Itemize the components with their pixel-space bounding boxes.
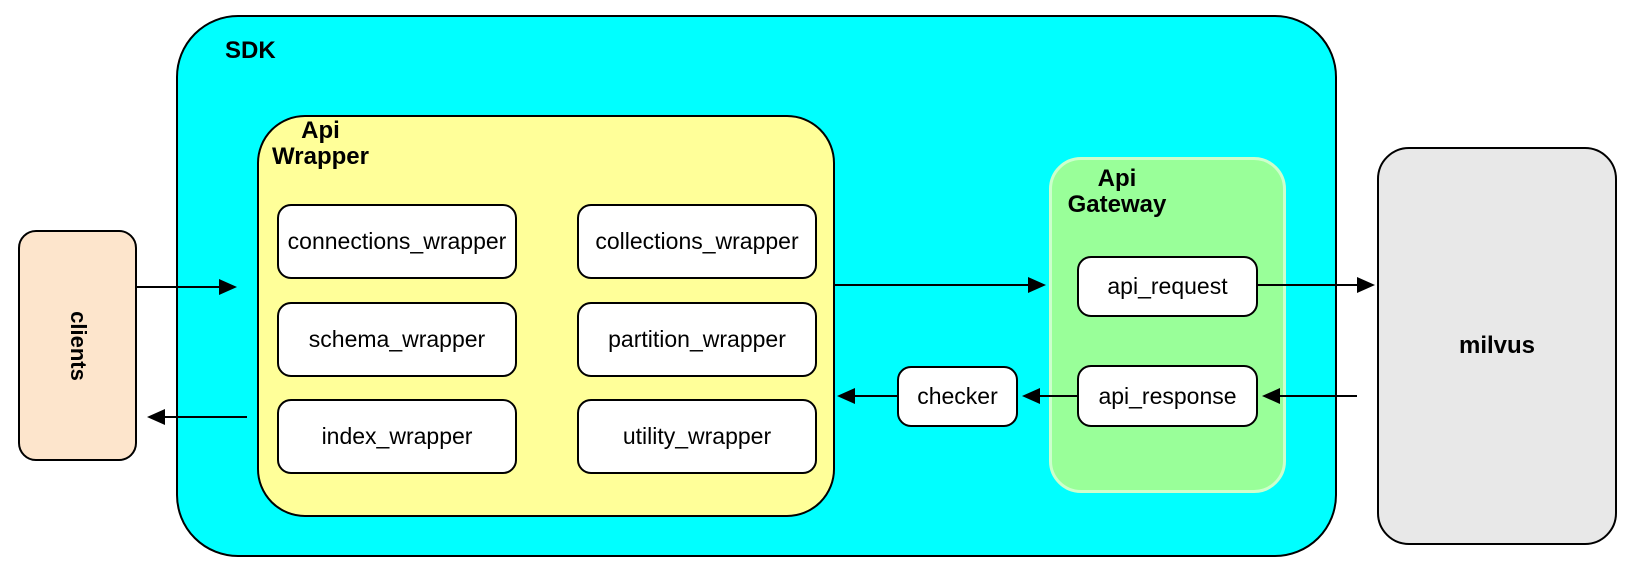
arrow-response-to-checker-line [1040, 395, 1077, 397]
arrow-sdk-to-clients-head [147, 409, 165, 425]
arrow-clients-to-sdk-line [137, 286, 221, 288]
sdk-label: SDK [225, 37, 276, 64]
node-api-response-label: api_response [1098, 382, 1237, 409]
arrow-milvus-to-response-line [1280, 395, 1357, 397]
api-gateway-container [1049, 157, 1286, 493]
clients-label: clients [65, 310, 91, 381]
node-connections-wrapper: connections_wrapper [277, 204, 517, 279]
node-partition-wrapper: partition_wrapper [577, 302, 817, 377]
node-api-request-label: api_request [1107, 273, 1228, 299]
node-api-request: api_request [1077, 256, 1258, 317]
arrow-wrapper-to-gateway-line [835, 284, 1030, 286]
arrow-checker-to-wrapper-line [855, 395, 897, 397]
node-api-response: api_response [1077, 365, 1258, 427]
milvus-label: milvus [1458, 332, 1536, 359]
node-index-wrapper: index_wrapper [277, 399, 517, 474]
node-connections-wrapper-label: connections_wrapper [287, 228, 507, 254]
api-wrapper-label: Api Wrapper [272, 117, 369, 170]
node-schema-wrapper-label: schema_wrapper [308, 326, 486, 352]
node-checker: checker [897, 366, 1018, 427]
node-index-wrapper-label: index_wrapper [321, 423, 473, 449]
arrow-request-to-milvus-head [1357, 277, 1375, 293]
api-gateway-label: Api Gateway [1067, 165, 1167, 218]
arrow-response-to-checker-head [1022, 388, 1040, 404]
node-utility-wrapper: utility_wrapper [577, 399, 817, 474]
arrow-request-to-milvus-line [1257, 284, 1359, 286]
arrow-checker-to-wrapper-head [837, 388, 855, 404]
node-checker-label: checker [917, 383, 998, 409]
arrow-milvus-to-response-head [1262, 388, 1280, 404]
arrow-sdk-to-clients-line [165, 416, 247, 418]
node-collections-wrapper: collections_wrapper [577, 204, 817, 279]
node-partition-wrapper-label: partition_wrapper [608, 326, 786, 352]
milvus-node: milvus [1377, 147, 1617, 545]
clients-node: clients [18, 230, 137, 461]
arrow-wrapper-to-gateway-head [1028, 277, 1046, 293]
arrow-clients-to-sdk-head [219, 279, 237, 295]
node-collections-wrapper-label: collections_wrapper [595, 228, 799, 254]
node-schema-wrapper: schema_wrapper [277, 302, 517, 377]
node-utility-wrapper-label: utility_wrapper [622, 423, 772, 449]
